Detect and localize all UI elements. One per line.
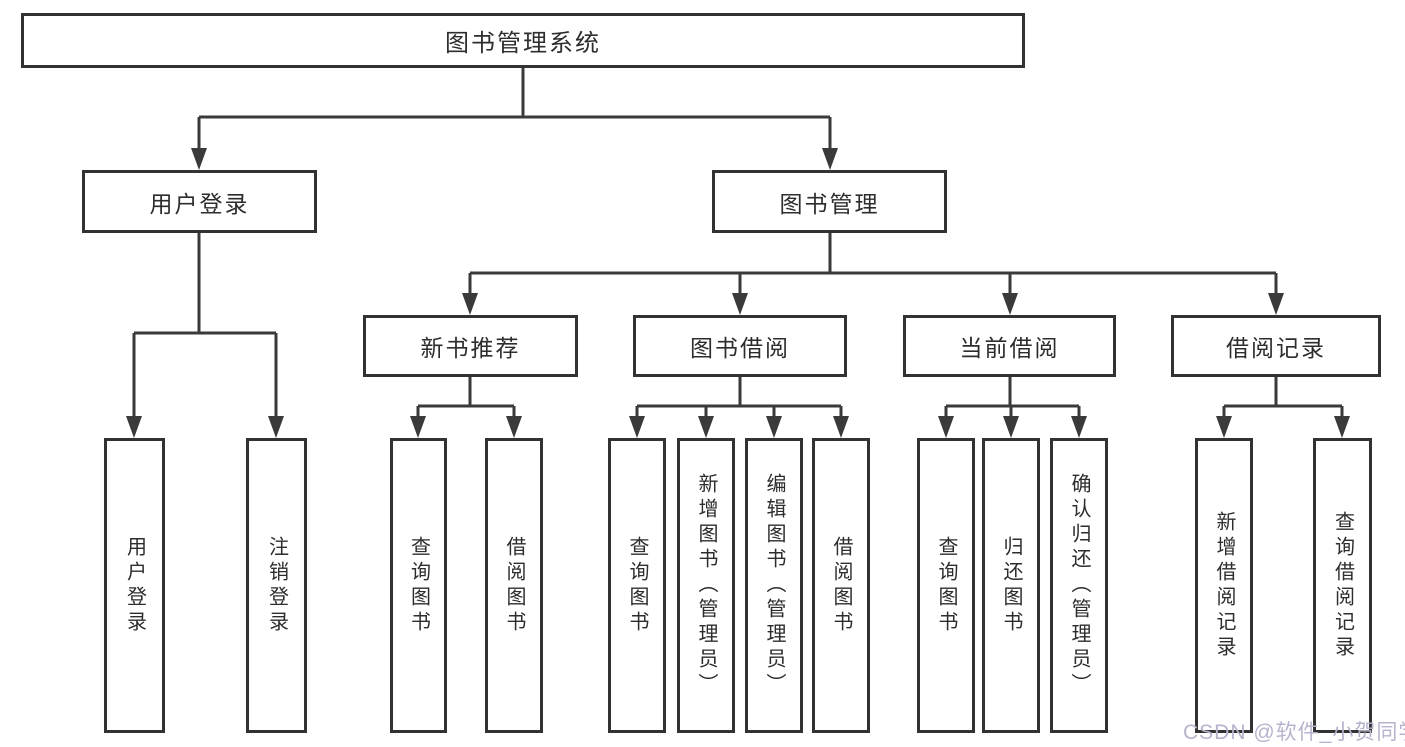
leaf-add-books-admin: 新增图书（管理员） bbox=[677, 438, 735, 733]
leaf-label: 查询借阅记录 bbox=[1331, 510, 1354, 661]
arrowhead bbox=[1216, 416, 1232, 438]
leaf-label: 新增借阅记录 bbox=[1213, 510, 1235, 661]
arrowhead bbox=[629, 416, 645, 438]
arrowhead bbox=[410, 416, 426, 438]
node-label: 图书管理系统 bbox=[445, 30, 601, 57]
arrowhead bbox=[126, 416, 142, 438]
connector-line bbox=[197, 66, 832, 150]
arrowhead bbox=[732, 293, 748, 315]
arrowhead bbox=[766, 416, 782, 438]
leaf-label: 用户登录 bbox=[123, 535, 146, 636]
node-label: 用户登录 bbox=[149, 190, 250, 217]
leaf-label: 查询图书 bbox=[935, 535, 957, 636]
node-book-management: 图书管理 bbox=[712, 170, 947, 233]
watermark: CSDN @软件_小贺同学 bbox=[1183, 721, 1405, 744]
node-library-system: 图书管理系统 bbox=[21, 13, 1025, 68]
connector-book-mgmt-to-level3 bbox=[462, 233, 1284, 315]
connector-new-book-recommend-to-leaves bbox=[410, 377, 522, 438]
leaf-label: 确认归还（管理员） bbox=[1068, 473, 1090, 698]
leaf-label: 编辑图书（管理员） bbox=[763, 473, 785, 698]
arrowhead bbox=[506, 416, 522, 438]
node-user-login: 用户登录 bbox=[82, 170, 317, 233]
arrowhead bbox=[1334, 416, 1350, 438]
connector-borrow-record-to-leaves bbox=[1216, 377, 1350, 438]
leaf-logout: 注销登录 bbox=[246, 438, 307, 733]
arrowhead bbox=[1071, 416, 1087, 438]
leaf-borrow-books: 借阅图书 bbox=[812, 438, 870, 733]
arrowhead bbox=[1002, 293, 1018, 315]
node-book-borrow: 图书借阅 bbox=[633, 315, 847, 377]
arrowhead bbox=[462, 293, 478, 315]
arrowhead bbox=[268, 416, 284, 438]
leaf-label: 借阅图书 bbox=[830, 535, 852, 636]
leaf-label: 注销登录 bbox=[265, 535, 288, 636]
node-borrow-record: 借阅记录 bbox=[1171, 315, 1381, 377]
leaf-label: 归还图书 bbox=[1000, 535, 1022, 636]
node-label: 图书管理 bbox=[779, 190, 880, 217]
node-label: 当前借阅 bbox=[959, 335, 1060, 361]
arrowhead bbox=[1003, 416, 1019, 438]
leaf-edit-books-admin: 编辑图书（管理员） bbox=[745, 438, 803, 733]
leaf-query-borrow-record: 查询借阅记录 bbox=[1313, 438, 1372, 733]
arrowhead bbox=[822, 148, 838, 170]
arrowhead bbox=[938, 416, 954, 438]
leaf-user-login: 用户登录 bbox=[104, 438, 165, 733]
connector-line bbox=[944, 377, 1081, 418]
arrowhead bbox=[1268, 293, 1284, 315]
leaf-label: 新增图书（管理员） bbox=[695, 473, 717, 698]
connector-user-login-to-leaves bbox=[126, 233, 284, 438]
connector-line bbox=[635, 377, 843, 418]
leaf-label: 查询图书 bbox=[626, 535, 648, 636]
connector-line bbox=[132, 233, 278, 418]
connector-line bbox=[1222, 377, 1344, 418]
arrowhead bbox=[833, 416, 849, 438]
connector-line bbox=[416, 377, 516, 418]
connector-root-to-level2 bbox=[191, 66, 838, 170]
arrowhead bbox=[191, 148, 207, 170]
leaf-query-books-current: 查询图书 bbox=[917, 438, 975, 733]
node-new-book-recommend: 新书推荐 bbox=[363, 315, 578, 377]
connector-line bbox=[468, 233, 1278, 295]
node-current-borrow: 当前借阅 bbox=[903, 315, 1116, 377]
leaf-query-books-borrow: 查询图书 bbox=[608, 438, 666, 733]
node-label: 图书借阅 bbox=[690, 335, 790, 361]
arrowhead bbox=[698, 416, 714, 438]
leaf-return-books: 归还图书 bbox=[982, 438, 1040, 733]
connector-book-borrow-to-leaves bbox=[629, 377, 849, 438]
leaf-label: 查询图书 bbox=[407, 535, 430, 636]
leaf-query-books-recommend: 查询图书 bbox=[390, 438, 447, 733]
leaf-confirm-return-admin: 确认归还（管理员） bbox=[1050, 438, 1108, 733]
node-label: 新书推荐 bbox=[420, 335, 521, 361]
connector-current-borrow-to-leaves bbox=[938, 377, 1087, 438]
leaf-borrow-books-recommend: 借阅图书 bbox=[485, 438, 543, 733]
leaf-add-borrow-record: 新增借阅记录 bbox=[1195, 438, 1253, 733]
node-label: 借阅记录 bbox=[1226, 335, 1326, 361]
leaf-label: 借阅图书 bbox=[503, 535, 525, 636]
